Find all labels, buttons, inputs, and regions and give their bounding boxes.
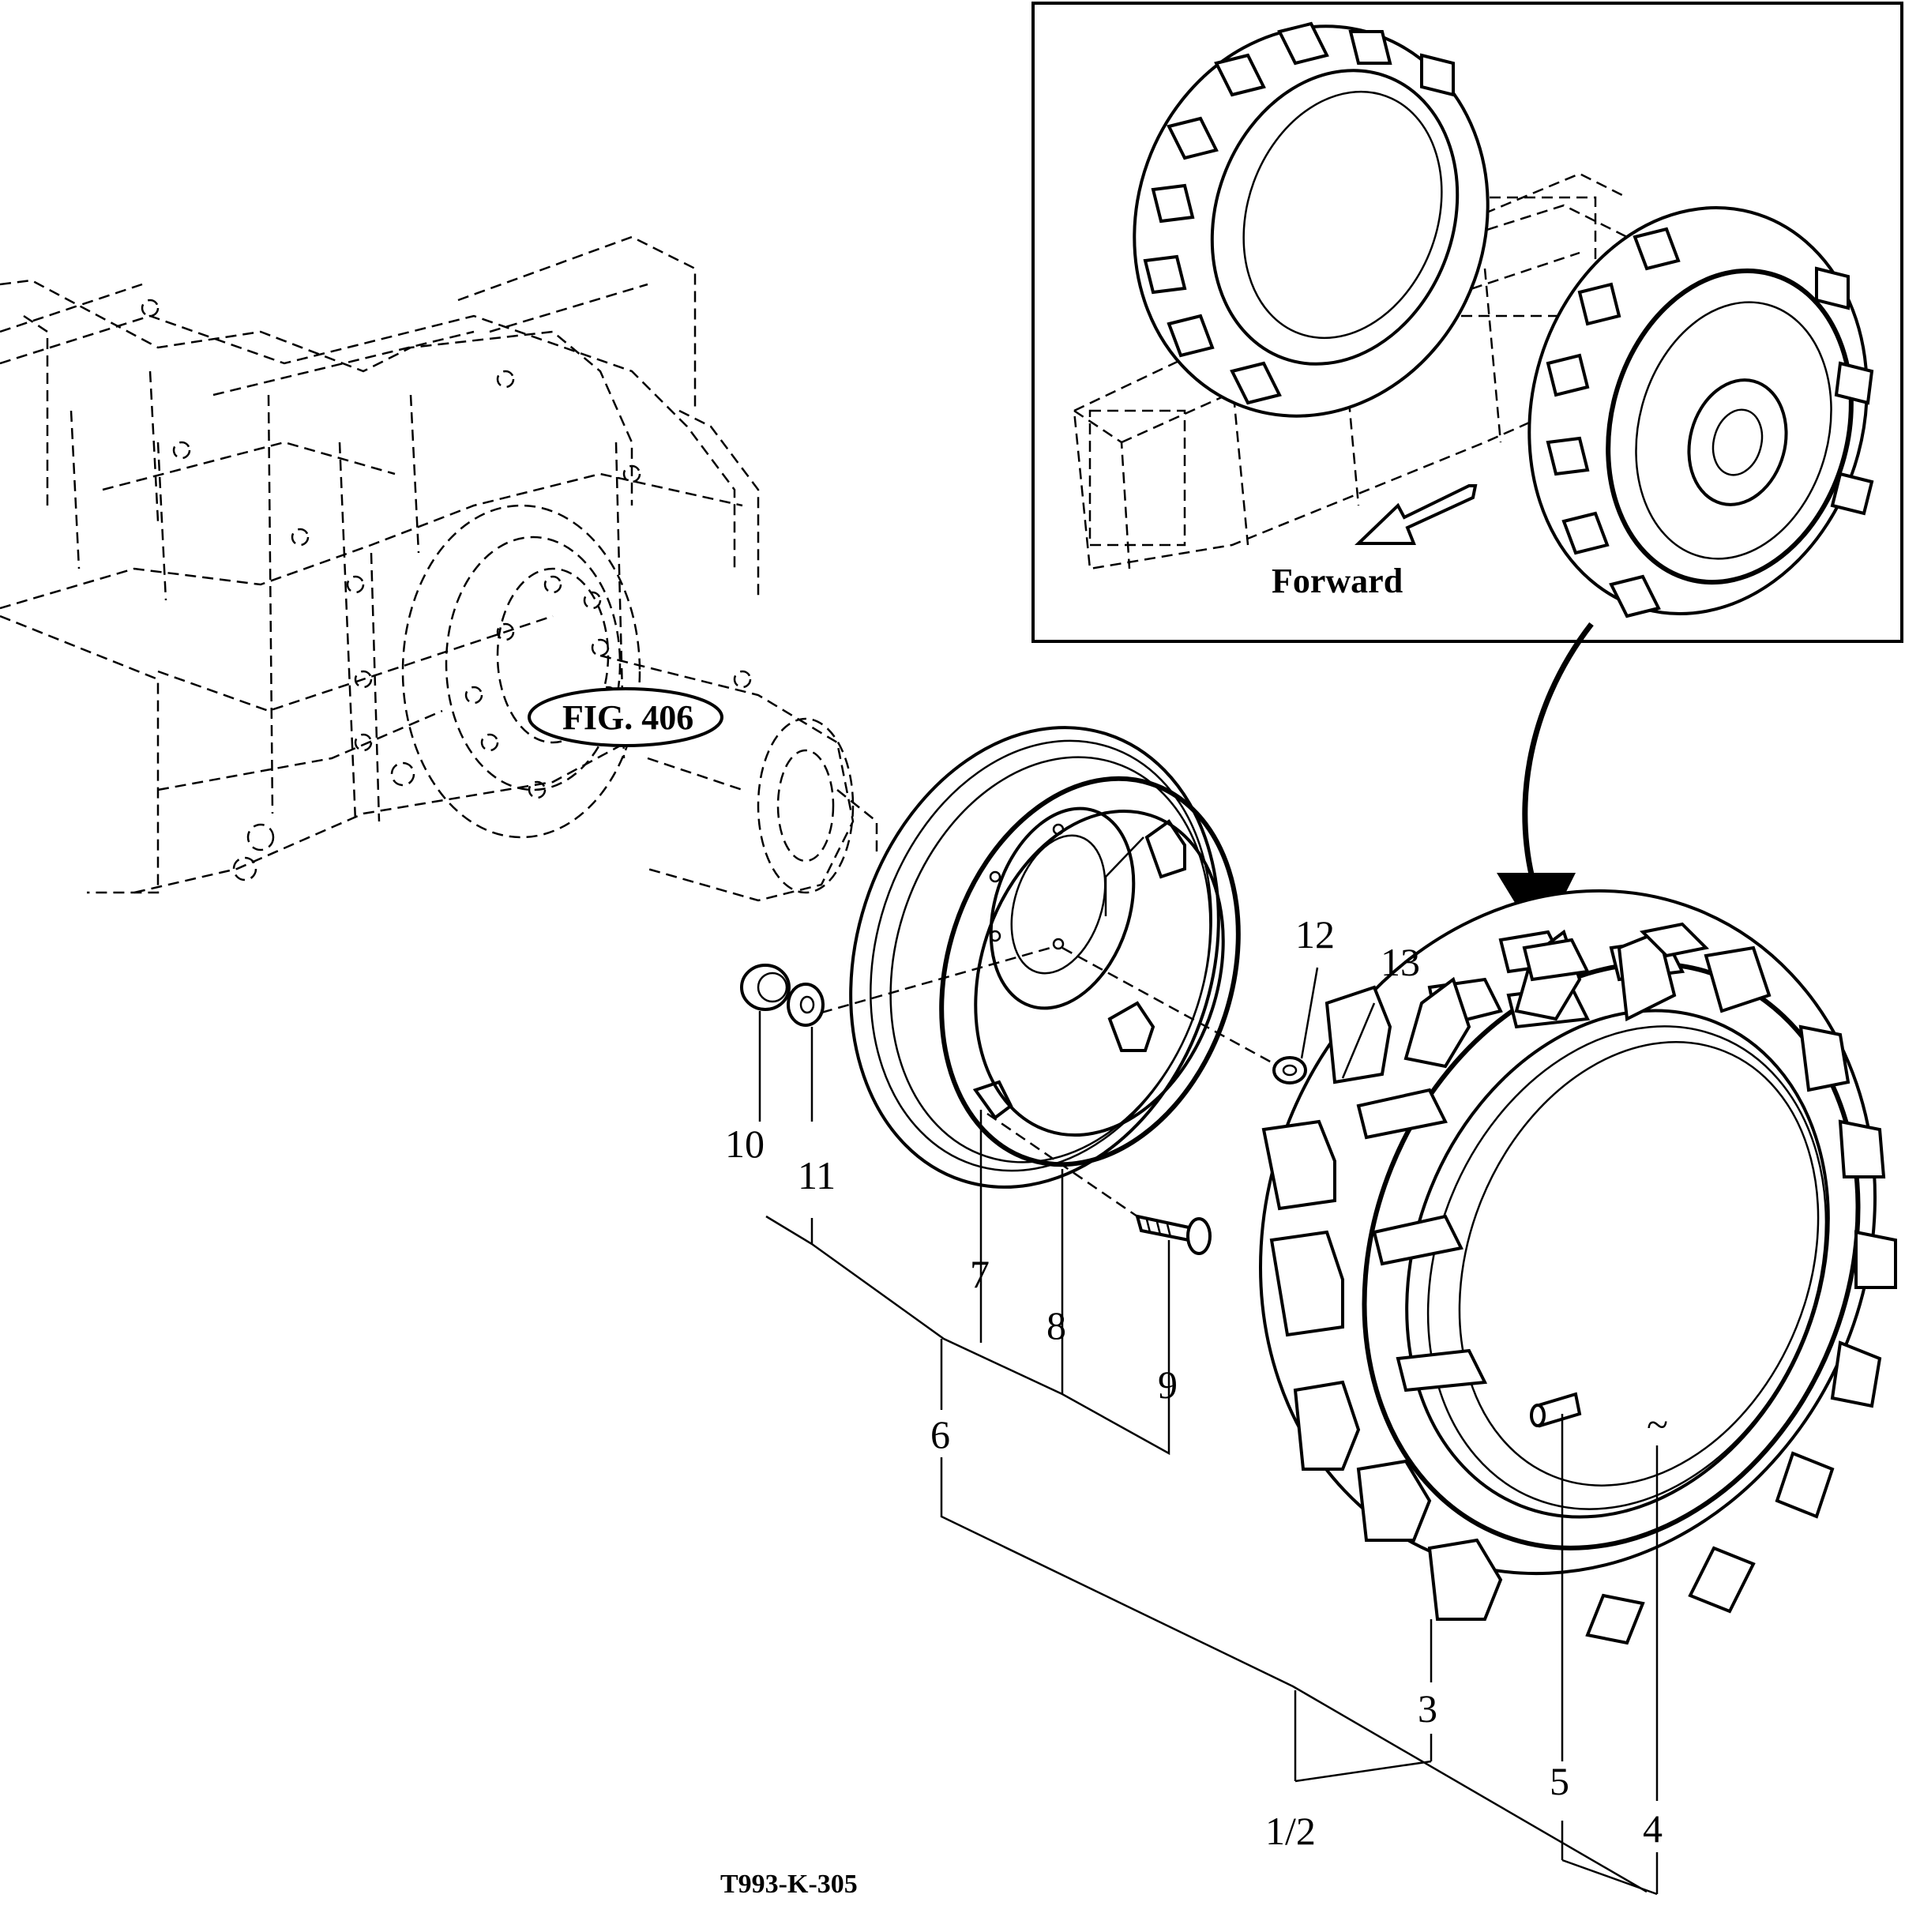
tire-tread-lugs: [1261, 922, 1897, 1645]
leader-lines: [758, 967, 1659, 1896]
drawing-number: T993-K-305: [720, 1870, 858, 1899]
inset-tire-right: [1527, 206, 1874, 618]
inset-overview: Forward: [1031, 2, 1903, 643]
callout-12: 12: [1295, 912, 1335, 957]
callout-4: 4: [1643, 1806, 1663, 1851]
tire-assembly: ~: [1259, 889, 1897, 1645]
callout-3: 3: [1418, 1686, 1437, 1731]
callout-1-2: 1/2: [1265, 1809, 1316, 1853]
callout-9: 9: [1158, 1363, 1178, 1407]
washer-left: [787, 983, 825, 1027]
forward-arrow-icon: [1355, 484, 1478, 545]
forward-label: Forward: [1272, 562, 1403, 600]
callout-8: 8: [1046, 1303, 1066, 1348]
tube-mark: ~: [1647, 1402, 1668, 1446]
transmission-housing: [0, 235, 878, 902]
valve-stem: [1530, 1392, 1582, 1428]
figure-reference-label: FIG. 406: [562, 698, 693, 737]
wheel-bolt: [1135, 1214, 1212, 1255]
callout-13: 13: [1381, 940, 1420, 984]
callout-labels: 10 11 12 13 7 8 9 6 3 5 1/2 4: [725, 912, 1663, 1853]
callout-6: 6: [930, 1412, 950, 1457]
callout-11: 11: [798, 1153, 836, 1197]
washer-right: [1272, 1056, 1307, 1084]
callout-5: 5: [1550, 1759, 1569, 1803]
wheel-rim: [849, 726, 1241, 1189]
inset-tire-left: [1133, 21, 1490, 418]
housing-bolts: [141, 299, 752, 881]
figure-reference: FIG. 406: [528, 687, 723, 747]
callout-10: 10: [725, 1122, 765, 1166]
callout-7: 7: [970, 1252, 990, 1296]
wheel-nut-left: [740, 964, 791, 1011]
